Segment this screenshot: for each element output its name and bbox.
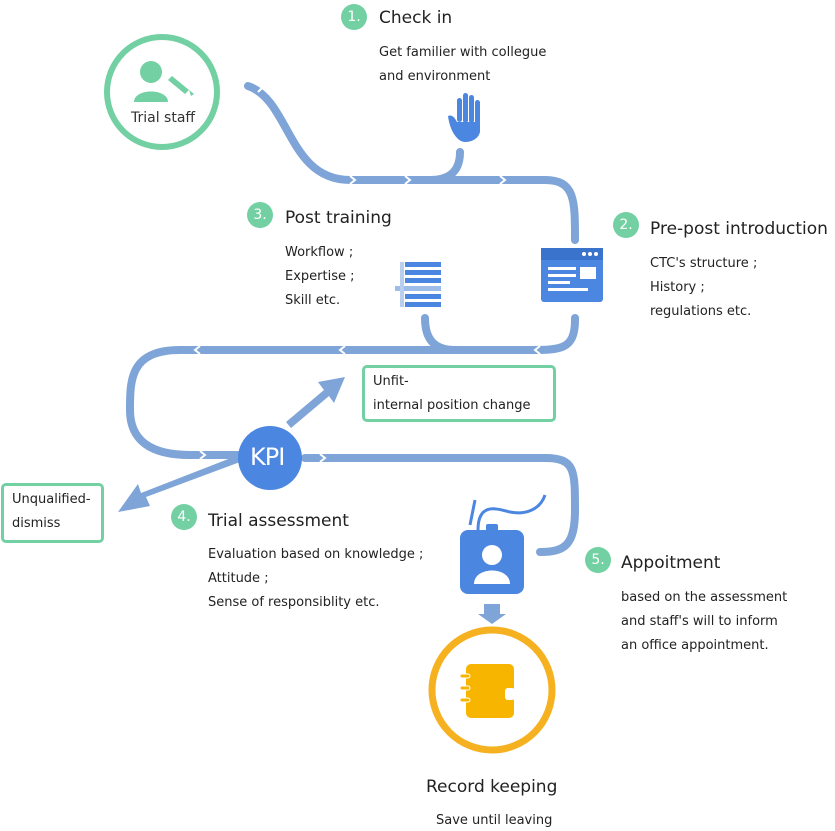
notebook-icon bbox=[459, 664, 515, 718]
step-3-number: 3. bbox=[247, 202, 273, 228]
record-keeping-desc: Save until leaving bbox=[436, 813, 553, 828]
step-1-title: Check in bbox=[379, 8, 453, 28]
user-edit-icon bbox=[134, 61, 194, 102]
kpi-label: KPI bbox=[250, 443, 285, 471]
step-4-number: 4. bbox=[171, 504, 197, 530]
unqualified-arrow bbox=[118, 456, 240, 512]
record-keeping-circle bbox=[428, 626, 556, 754]
unfit-arrow bbox=[286, 377, 345, 428]
unfit-box: Unfit-internal position change bbox=[362, 365, 556, 422]
step-2-number: 2. bbox=[613, 212, 639, 238]
step-4-title: Trial assessment bbox=[208, 511, 349, 531]
step-5-title: Appoitment bbox=[621, 553, 721, 573]
kpi-icon bbox=[238, 426, 302, 490]
trial-staff-circle bbox=[104, 34, 220, 150]
step-3-title: Post training bbox=[285, 208, 392, 228]
step-1-number: 1. bbox=[341, 4, 367, 30]
document-list-icon bbox=[395, 262, 441, 307]
webpage-icon bbox=[541, 248, 603, 302]
trial-staff-label: Trial staff bbox=[131, 110, 196, 126]
step-3-desc: Workflow ;Expertise ;Skill etc. bbox=[285, 245, 355, 308]
hand-icon bbox=[448, 93, 480, 142]
badge-icon bbox=[460, 494, 547, 624]
record-keeping-title: Record keeping bbox=[426, 777, 558, 797]
unqualified-box: Unqualified-dismiss bbox=[1, 483, 104, 543]
step-5-number: 5. bbox=[585, 547, 611, 573]
step-2-desc: CTC's structure ;History ;regulations et… bbox=[650, 256, 758, 319]
step-2-title: Pre-post introduction bbox=[650, 219, 828, 239]
flow-path bbox=[125, 82, 580, 556]
step-4-desc: Evaluation based on knowledge ;Attitude … bbox=[208, 547, 424, 610]
